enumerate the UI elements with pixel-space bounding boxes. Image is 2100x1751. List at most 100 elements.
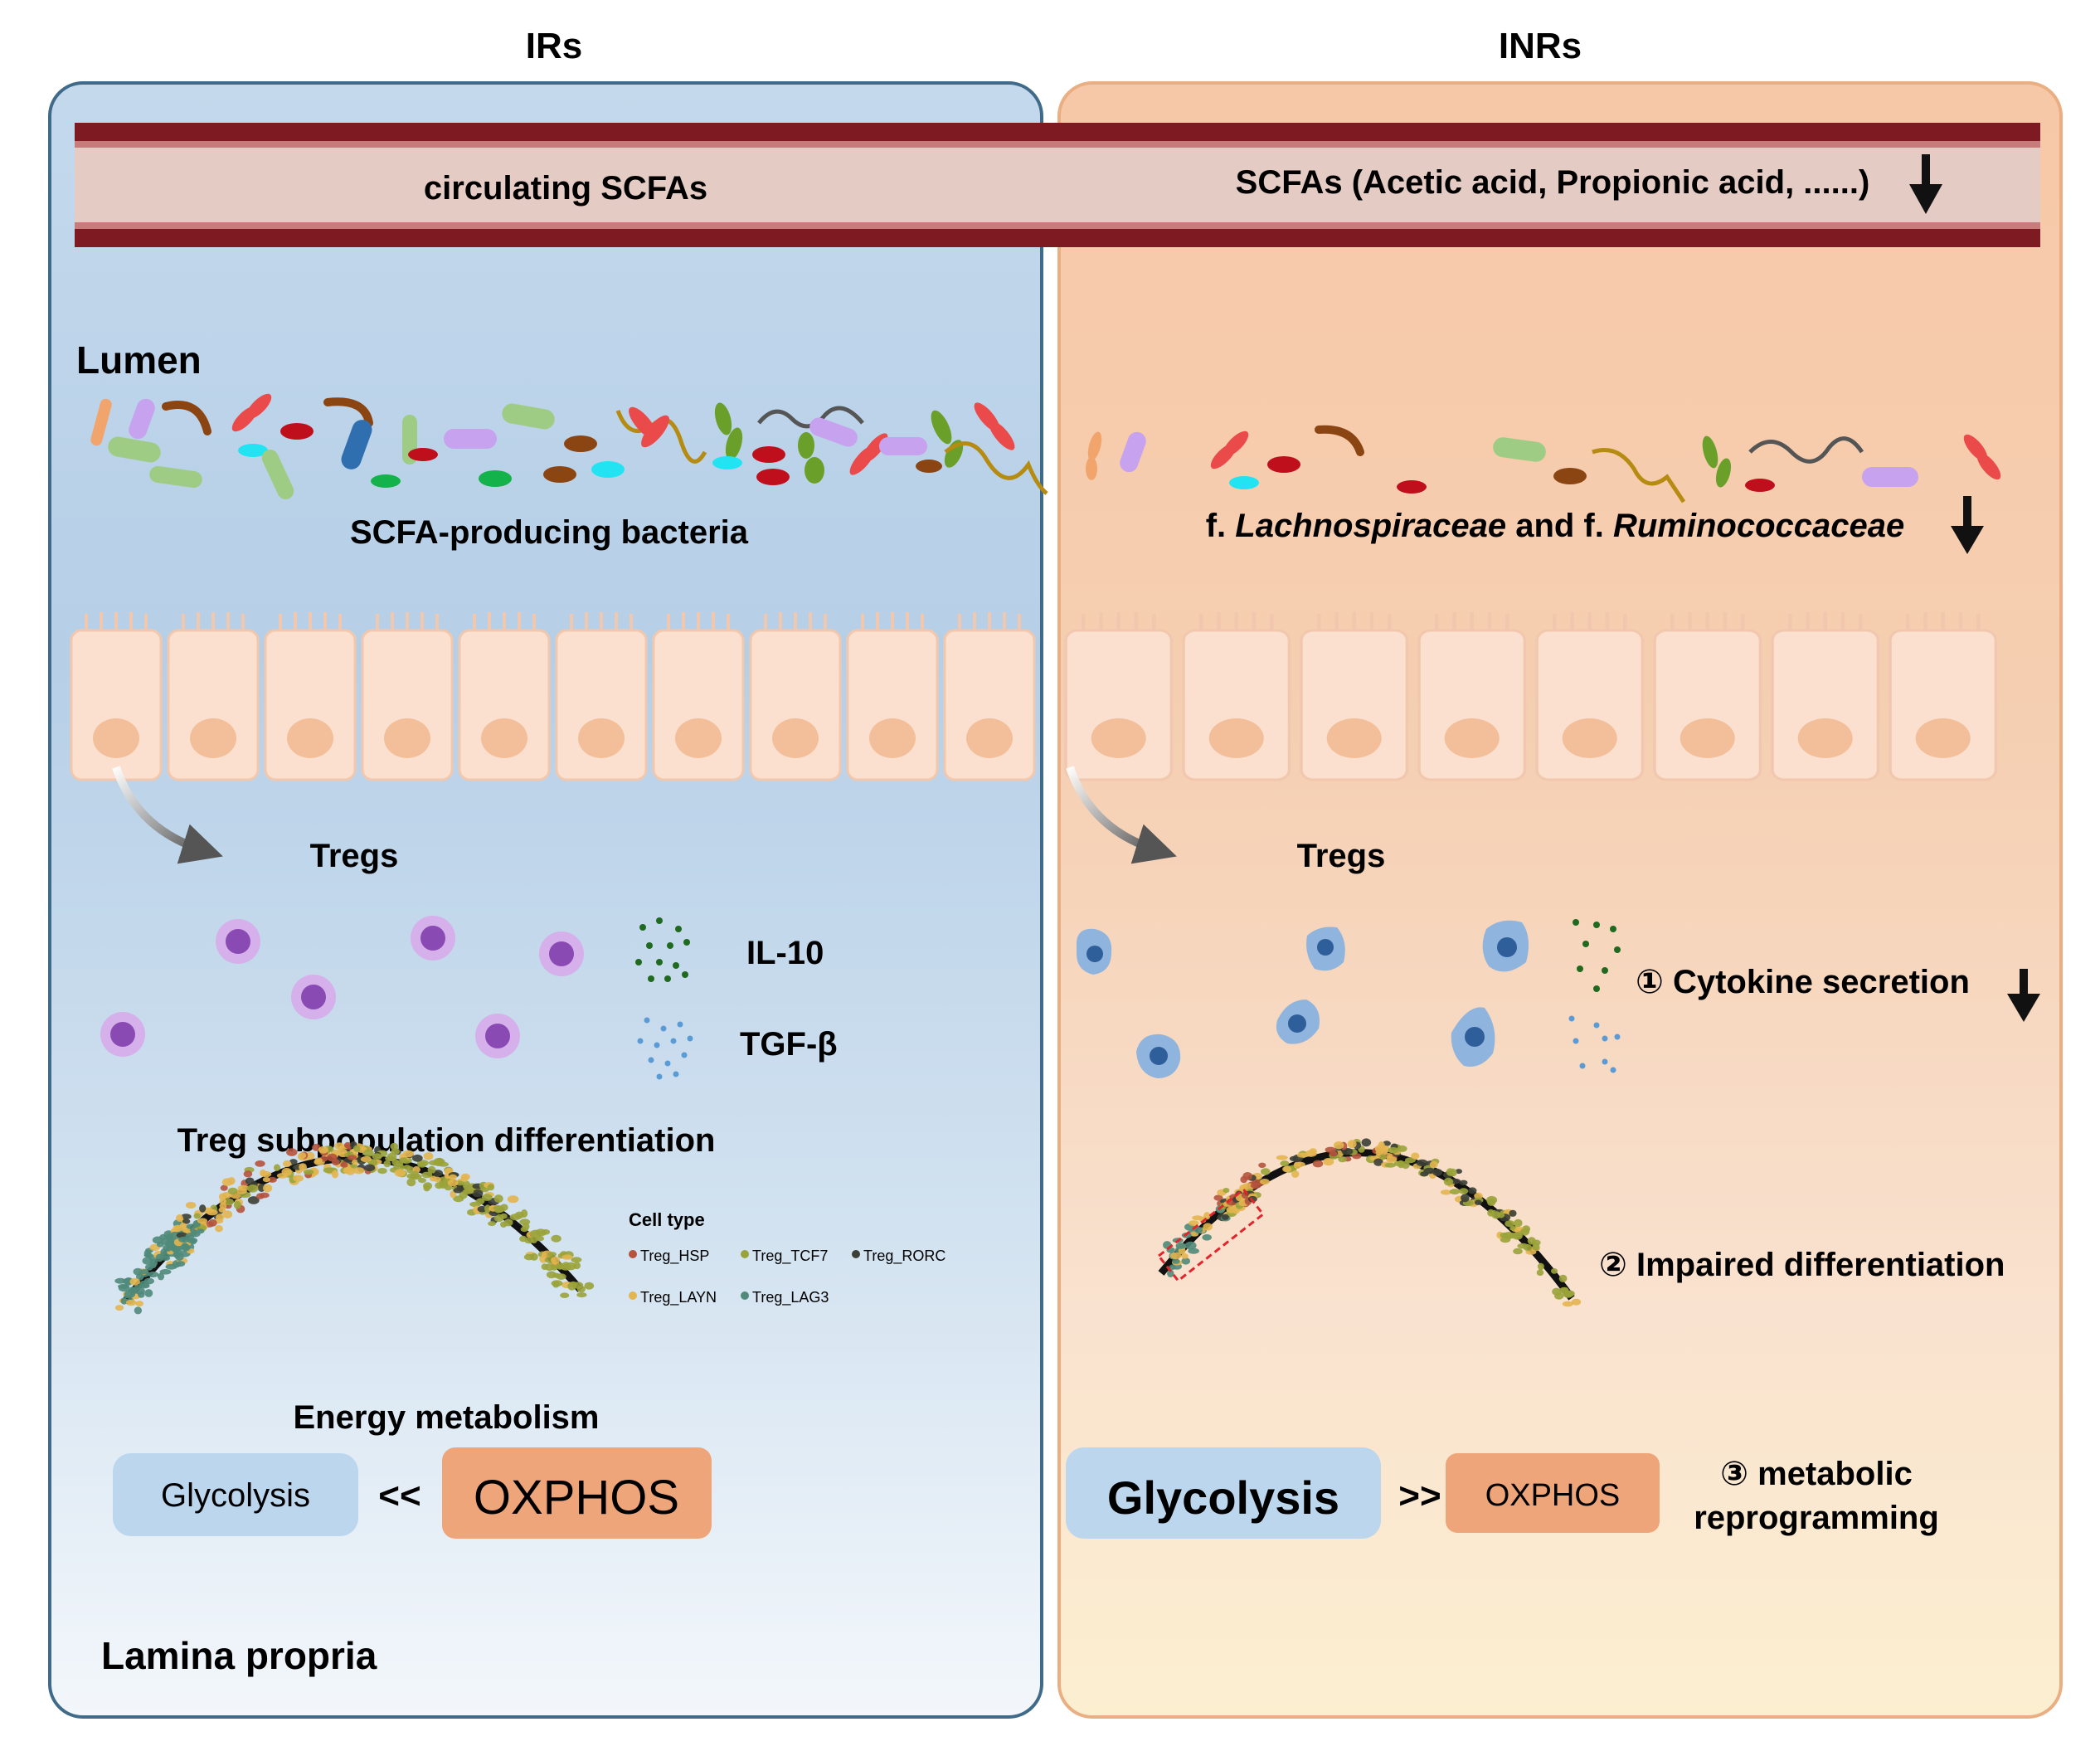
relation-greater-than: >>: [1398, 1476, 1441, 1516]
cell-point: [1305, 1150, 1317, 1157]
cell-point: [460, 1175, 469, 1183]
circulating-scfas-label: circulating SCFAs: [424, 170, 707, 207]
cell-point: [394, 1169, 406, 1177]
cell-point: [427, 1165, 436, 1174]
cell-point: [304, 1169, 314, 1175]
tregs-title-left: Tregs: [310, 838, 399, 874]
cell-point: [1258, 1162, 1266, 1169]
cell-point: [263, 1184, 273, 1193]
oxphos-box-left: [442, 1447, 712, 1539]
trajectory-plot-left: [114, 1141, 595, 1315]
cell-point: [1523, 1244, 1533, 1252]
scfas-list-label: SCFAs (Acetic acid, Propionic acid, ....…: [1236, 164, 1870, 201]
cell-point: [509, 1214, 522, 1221]
cell-point: [1378, 1141, 1385, 1150]
cell-point: [462, 1189, 474, 1194]
impaired-differentiation-label: ② Impaired differentiation: [1599, 1247, 2005, 1283]
cell-point: [135, 1301, 143, 1307]
cell-point: [233, 1200, 241, 1209]
cell-point: [547, 1252, 557, 1257]
cell-point: [281, 1167, 292, 1176]
cell-point: [1537, 1262, 1544, 1271]
cell-point: [403, 1165, 411, 1170]
cell-point: [1379, 1154, 1387, 1160]
cell-point: [157, 1272, 165, 1281]
cell-point: [1169, 1264, 1176, 1271]
cell-point: [447, 1179, 459, 1187]
cell-point: [1397, 1145, 1407, 1152]
cell-point: [493, 1194, 503, 1204]
legend-label: Treg_RORC: [863, 1248, 945, 1265]
cell-point: [1532, 1243, 1540, 1251]
cell-point: [1550, 1268, 1558, 1274]
cell-point: [1450, 1189, 1461, 1195]
cell-point: [1181, 1253, 1189, 1259]
cell-point: [576, 1286, 586, 1293]
cell-point: [406, 1178, 416, 1187]
cell-point: [1296, 1152, 1308, 1158]
cell-point: [255, 1160, 265, 1167]
cell-point: [348, 1155, 357, 1160]
cell-point: [530, 1236, 537, 1244]
relation-less-than: <<: [378, 1476, 420, 1516]
cell-point: [1461, 1194, 1470, 1203]
cell-point: [114, 1305, 124, 1311]
cell-point: [283, 1160, 292, 1168]
cell-point: [364, 1164, 376, 1172]
lamina-propria-label: Lamina propria: [101, 1634, 377, 1677]
metabolic-reprogramming-line1: ③ metabolic: [1720, 1456, 1913, 1492]
cell-point: [247, 1196, 260, 1204]
trajectory-plot-right: [1156, 1138, 1582, 1307]
cell-point: [197, 1228, 205, 1234]
cell-point: [386, 1152, 397, 1161]
cell-point: [500, 1213, 508, 1219]
irs-panel: [48, 81, 1043, 1719]
cell-point: [1373, 1158, 1383, 1166]
cell-point: [1188, 1248, 1199, 1254]
cell-point: [274, 1164, 280, 1171]
cell-point: [223, 1198, 234, 1206]
cell-point: [1181, 1257, 1191, 1265]
cell-point: [1203, 1212, 1211, 1220]
cell-point: [551, 1280, 563, 1286]
cell-point: [176, 1214, 183, 1222]
cell-point: [1282, 1165, 1292, 1173]
cell-point: [267, 1176, 277, 1183]
cell-point: [1384, 1162, 1397, 1168]
cell-point: [1474, 1199, 1482, 1205]
cell-point: [246, 1184, 259, 1193]
cell-point: [144, 1289, 153, 1297]
cell-point: [363, 1149, 374, 1157]
cell-point: [219, 1203, 227, 1209]
cell-point: [331, 1159, 340, 1165]
cell-point: [1323, 1157, 1334, 1166]
legend-title: Cell type: [629, 1209, 705, 1230]
cell-point: [383, 1160, 391, 1168]
cell-point: [323, 1167, 335, 1174]
treg-differentiation-title: Treg subpopulation differentiation: [177, 1122, 716, 1159]
cell-point: [1443, 1177, 1453, 1186]
legend-item: Treg_LAG3: [741, 1289, 829, 1306]
cell-point: [421, 1171, 433, 1179]
cell-point: [472, 1189, 484, 1198]
legend-item: Treg_LAYN: [629, 1289, 717, 1306]
cell-point: [208, 1218, 217, 1227]
cell-point: [318, 1145, 328, 1154]
cell-point: [477, 1205, 487, 1213]
metabolic-reprogramming-line2: reprogramming: [1694, 1500, 1939, 1536]
down-arrow-icon: [1951, 496, 1984, 554]
cell-point: [433, 1176, 441, 1183]
cell-point: [286, 1148, 298, 1156]
cell-point: [144, 1264, 153, 1271]
cell-point: [140, 1269, 148, 1275]
cell-point: [399, 1157, 408, 1164]
oxphos-label-left: OXPHOS: [474, 1471, 679, 1525]
cell-point: [1175, 1243, 1187, 1249]
cell-point: [337, 1149, 348, 1155]
cell-point: [377, 1168, 387, 1175]
cell-point: [488, 1221, 496, 1227]
cell-point: [343, 1167, 351, 1175]
treg-cells-right: [1077, 920, 1529, 1078]
cell-point: [411, 1154, 423, 1162]
